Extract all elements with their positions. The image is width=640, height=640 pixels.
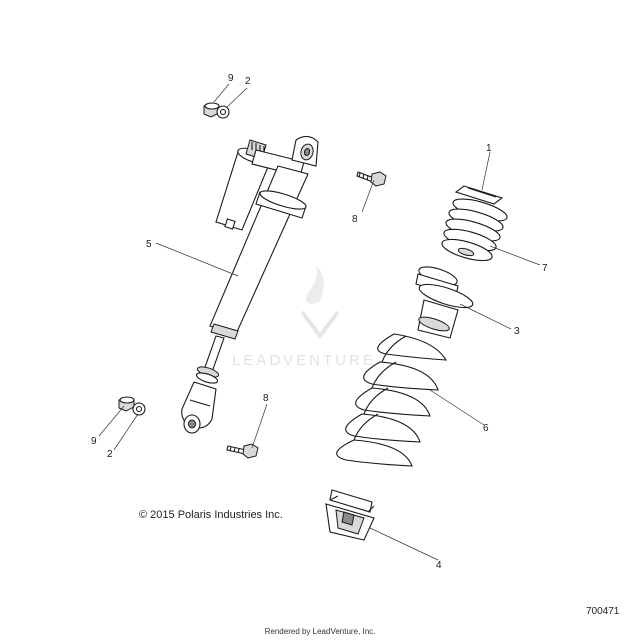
bolt-lower [226,443,259,459]
callout-6: 6 [483,423,489,434]
callout-8-top: 8 [352,214,358,225]
shock-absorber [181,135,319,434]
callout-9-bottom: 9 [91,436,97,447]
callout-2-bottom: 2 [107,449,113,460]
lower-spring-retainer [325,489,375,541]
spring-retainer-plate [454,185,504,205]
callout-5: 5 [146,239,152,250]
callout-4: 4 [436,560,442,571]
callout-9-top: 9 [228,73,234,84]
copyright-notice: © 2015 Polaris Industries Inc. [139,509,283,521]
leadventure-watermark: LEADVENTURE [232,352,376,369]
coil-spring [336,333,448,467]
rendered-by-credit: Rendered by LeadVenture, Inc. [264,627,376,636]
bolt-upper [356,171,387,187]
callout-1: 1 [486,143,492,154]
callout-8-bottom: 8 [263,393,269,404]
callout-7: 7 [542,263,548,274]
bottom-nut-washer [118,396,146,416]
spring-adapter [415,266,474,339]
leader-lines [98,83,541,561]
figure-number: 700471 [586,606,620,617]
leadventure-logo [300,266,340,340]
callout-2-top: 2 [245,76,251,87]
top-nut-washer [203,102,230,119]
jounce-bumper [441,198,508,262]
callout-3: 3 [514,326,520,337]
